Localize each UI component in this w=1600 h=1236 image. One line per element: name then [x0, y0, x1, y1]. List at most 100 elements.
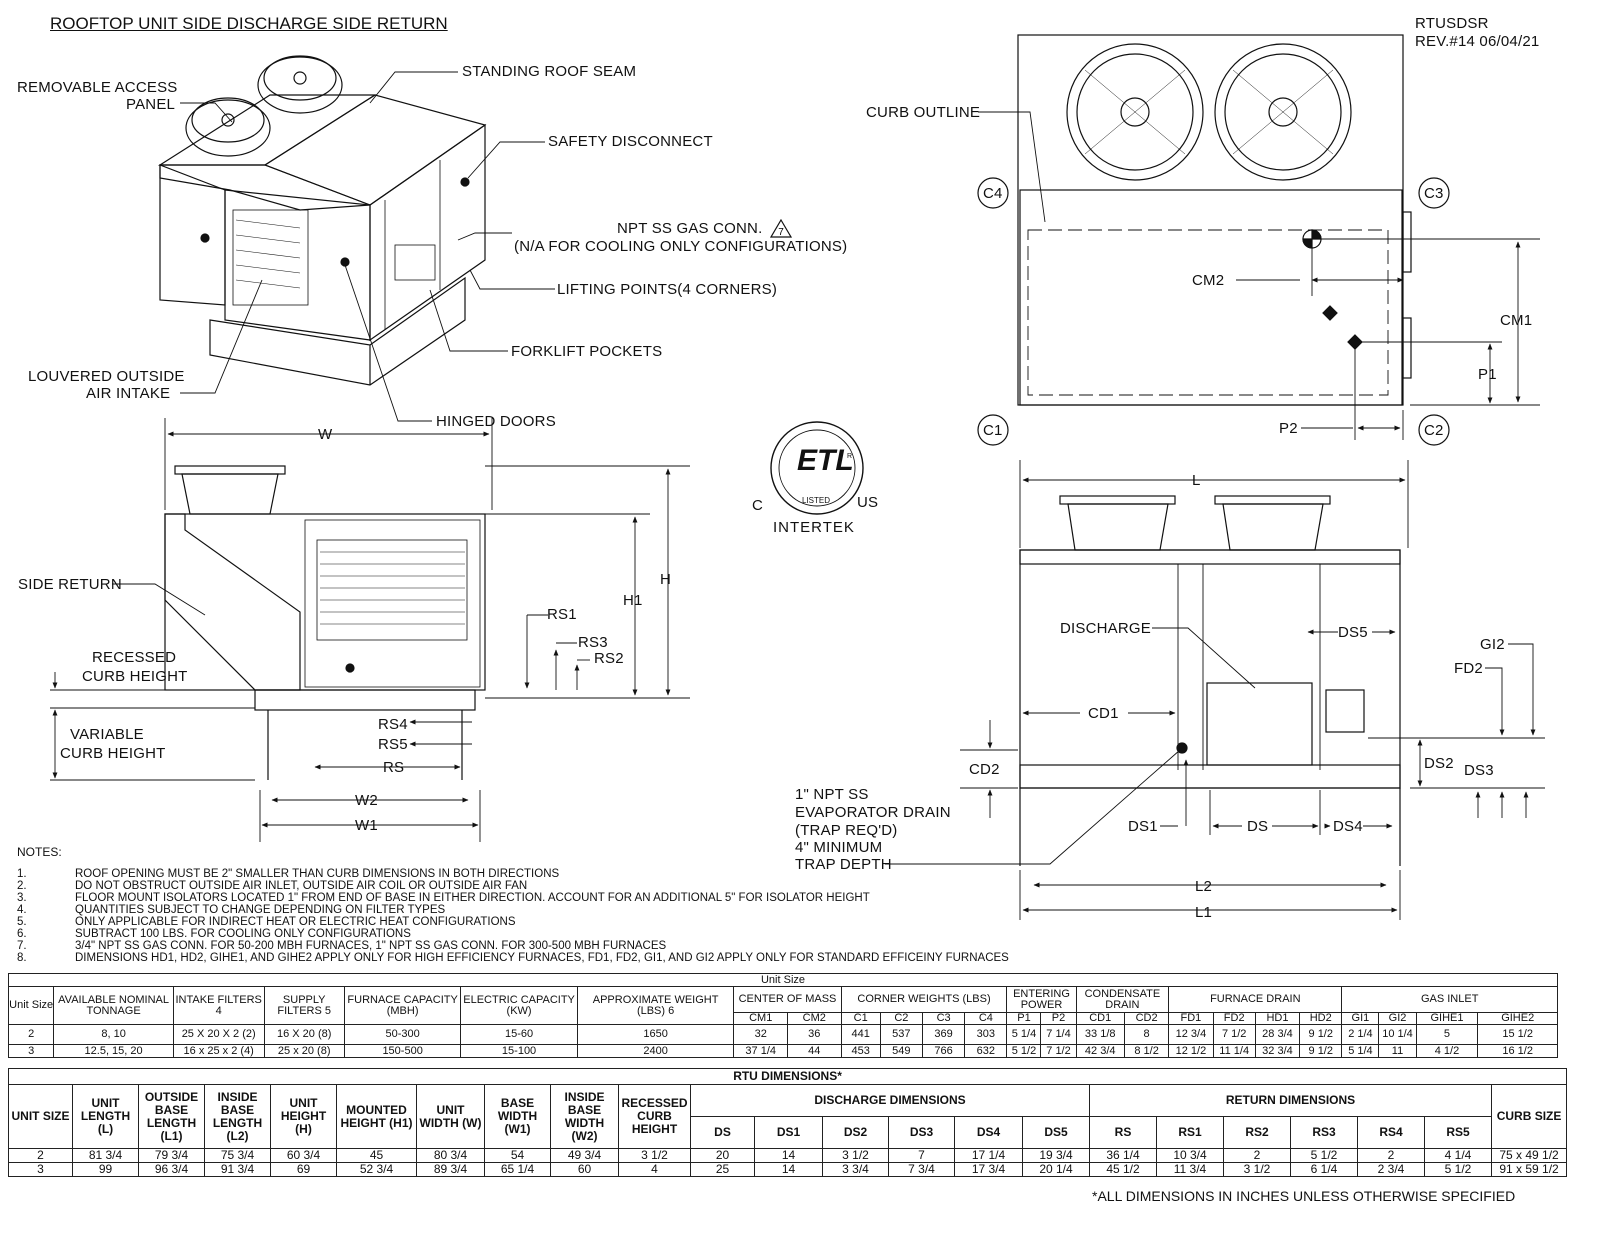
table1-cell: 16 X 20 (8) [263, 1024, 345, 1045]
table1-head-furnace-drain: FURNACE DRAIN [1168, 986, 1343, 1013]
table2-cell: 75 x 49 1/2 [1490, 1148, 1568, 1163]
callout-removable-panel-2: PANEL [126, 96, 176, 113]
dim-label-ds3: DS3 [1464, 762, 1494, 779]
dim-label-cd1: CD1 [1088, 705, 1119, 722]
callout-discharge: DISCHARGE [1060, 620, 1151, 637]
table1-subhead: GI1 [1341, 1012, 1380, 1025]
dim-label-rs5: RS5 [378, 736, 408, 753]
etl-c-mark: C [752, 497, 764, 514]
table2-head-l2: INSIDE BASE LENGTH (L2) [204, 1084, 271, 1149]
table1-cell: 11 1/4 [1212, 1044, 1256, 1058]
table1-head-weight-label: APPROXIMATE WEIGHT (LBS) [592, 993, 719, 1017]
callout-removable-panel-1: REMOVABLE ACCESS [17, 79, 178, 96]
dim-label-w2: W2 [355, 792, 378, 809]
callout-gas-conn: NPT SS GAS CONN. [617, 220, 763, 237]
etl-logo-text: ETL [797, 444, 854, 477]
table1-cell: 8 1/2 [1123, 1044, 1170, 1058]
table2-subhead: RS5 [1424, 1116, 1492, 1149]
dim-label-cm1: CM1 [1500, 312, 1533, 329]
note-6-triangle-icon: 6 [668, 1004, 675, 1017]
table1-cell: 12.5, 15, 20 [53, 1044, 174, 1058]
dim-label-rs2: RS2 [594, 650, 624, 667]
callout-roof-seam: STANDING ROOF SEAM [462, 63, 637, 80]
callout-drain-3: (TRAP REQ'D) [795, 822, 898, 839]
table1-cell: 42 3/4 [1075, 1044, 1125, 1058]
table1-head-electric: ELECTRIC CAPACITY (KW) [460, 986, 578, 1025]
table2-cell: 3 1/2 [618, 1148, 691, 1163]
dim-label-w1: W1 [355, 817, 378, 834]
table1-cell: 8 [1123, 1024, 1170, 1045]
table1-cell: 2 1/4 [1341, 1024, 1380, 1045]
table2-head-l1: OUTSIDE BASE LENGTH (L1) [138, 1084, 205, 1149]
table1-head-gas-inlet: GAS INLET [1341, 986, 1558, 1013]
etl-us-mark: US [857, 494, 879, 511]
side-view-drawing [164, 465, 486, 780]
callout-variable-curb-1: VARIABLE [70, 726, 144, 743]
table2-cell: 69 [270, 1162, 337, 1177]
callout-lifting-points: LIFTING POINTS(4 CORNERS) [557, 281, 778, 298]
callout-safety-disconnect: SAFETY DISCONNECT [548, 133, 713, 150]
callout-drain-5: TRAP DEPTH [795, 856, 892, 873]
table2-cell: 17 3/4 [954, 1162, 1023, 1177]
table1-head-drain: CONDENSATE DRAIN [1075, 986, 1170, 1013]
table2-head-unit-size: UNIT SIZE [8, 1084, 73, 1149]
dim-label-fd2: FD2 [1454, 660, 1483, 677]
callout-curb-outline: CURB OUTLINE [866, 104, 981, 121]
table1-cell: 549 [879, 1044, 923, 1058]
table1-head-center-mass: CENTER OF MASS [733, 986, 842, 1013]
notes-heading: NOTES: [17, 845, 62, 859]
table1-cell: 32 3/4 [1254, 1044, 1301, 1058]
table2-subhead: RS1 [1156, 1116, 1224, 1149]
top-view-drawing [977, 34, 1450, 446]
table1-subhead: CM2 [787, 1012, 842, 1025]
etl-registered-mark: R [847, 453, 853, 460]
table1-cell: 7 1/2 [1212, 1024, 1256, 1045]
table2-cell: 20 1/4 [1022, 1162, 1090, 1177]
table1-cell: 12 3/4 [1168, 1024, 1214, 1045]
table1-cell: 4 1/2 [1415, 1044, 1479, 1058]
table1-cell: 453 [840, 1044, 881, 1058]
dim-label-h1: H1 [623, 592, 643, 609]
callout-hinged-doors: HINGED DOORS [436, 413, 556, 430]
table1-cell: 11 [1378, 1044, 1417, 1058]
dim-label-l: L [1192, 472, 1201, 489]
table1-cell: 5 [1415, 1024, 1479, 1045]
table1-cell: 50-300 [343, 1024, 462, 1045]
table1-cell: 33 1/8 [1075, 1024, 1125, 1045]
note-4-triangle-icon: 4 [215, 1004, 222, 1017]
dim-label-c3: C3 [1424, 185, 1444, 202]
table2-cell: 45 [336, 1148, 417, 1163]
table1-cell: 8, 10 [53, 1024, 174, 1045]
table2-head-length: UNIT LENGTH (L) [72, 1084, 139, 1149]
dim-label-rs4: RS4 [378, 716, 408, 733]
table2-subhead: DS3 [888, 1116, 955, 1149]
table2-subhead: DS4 [954, 1116, 1023, 1149]
table1-cell: 2 [7, 1024, 55, 1045]
table2-subhead: DS1 [754, 1116, 823, 1149]
etl-logo-ring [770, 421, 864, 515]
table2-cell: 6 1/4 [1290, 1162, 1358, 1177]
table1-cell: 36 [787, 1024, 842, 1045]
table2-cell: 5 1/2 [1290, 1148, 1358, 1163]
dim-label-gi2: GI2 [1480, 636, 1505, 653]
dim-label-c2: C2 [1424, 422, 1444, 439]
table1-subhead: FD1 [1168, 1012, 1214, 1025]
etl-listed-text: LISTED [802, 496, 831, 505]
table1-cell: 150-500 [343, 1044, 462, 1058]
table2-cell: 4 1/4 [1424, 1148, 1492, 1163]
table2-cell: 91 x 59 1/2 [1490, 1162, 1568, 1177]
table1-subhead: CD1 [1075, 1012, 1125, 1025]
callout-recessed-curb-2: CURB HEIGHT [82, 668, 188, 685]
table1-subhead: C4 [964, 1012, 1008, 1025]
isometric-unit-drawing [157, 55, 487, 386]
table2-cell: 3 1/2 [1223, 1162, 1291, 1177]
table1-head-unit-size: Unit Size [7, 986, 55, 1025]
table1-cell: 16 1/2 [1477, 1044, 1558, 1058]
table2-cell: 91 3/4 [204, 1162, 271, 1177]
table1-cell: 3 [7, 1044, 55, 1058]
table2-subhead: RS4 [1357, 1116, 1425, 1149]
table2-head-discharge: DISCHARGE DIMENSIONS [690, 1084, 1090, 1117]
table2-cell: 2 [8, 1148, 73, 1163]
